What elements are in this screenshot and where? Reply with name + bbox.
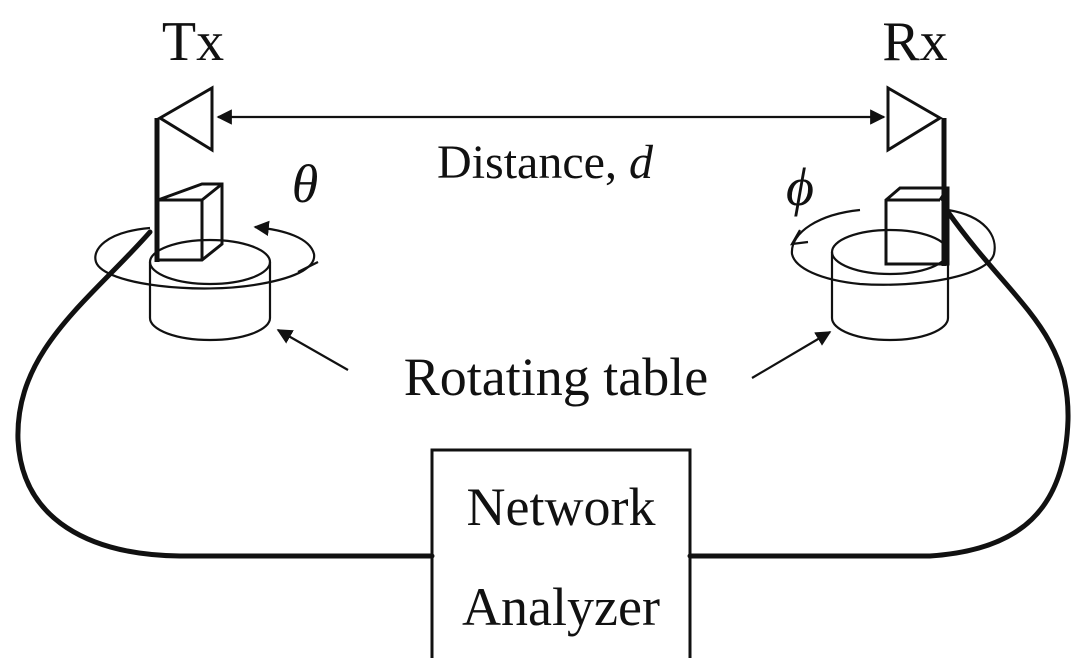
tx-table-pointer — [276, 329, 349, 371]
distance-text: Distance, — [437, 136, 629, 189]
distance-symbol: d — [629, 136, 654, 189]
rotating-table-label: Rotating table — [404, 347, 708, 407]
rx-rotating-table — [830, 252, 950, 342]
phi-symbol: ϕ — [786, 157, 814, 217]
theta-symbol: θ — [292, 154, 319, 214]
tx-label: Tx — [162, 11, 224, 73]
rx-table-pointer — [751, 331, 832, 379]
rx-cable — [687, 209, 1071, 559]
analyzer-label-line1: Network — [467, 477, 656, 537]
tx-antenna — [157, 85, 214, 153]
tx-cable — [15, 229, 435, 559]
tx-rotating-table — [148, 262, 272, 342]
tx-assembly: Tx θ — [94, 11, 319, 342]
rx-assembly: Rx ϕ — [786, 11, 996, 342]
analyzer-label-line2: Analyzer — [462, 577, 660, 637]
rx-antenna — [886, 85, 943, 153]
distance-label: Distance, d — [437, 136, 654, 189]
tx-rotation-arc — [94, 220, 316, 290]
rx-label: Rx — [882, 11, 947, 73]
network-analyzer-box — [430, 448, 692, 658]
